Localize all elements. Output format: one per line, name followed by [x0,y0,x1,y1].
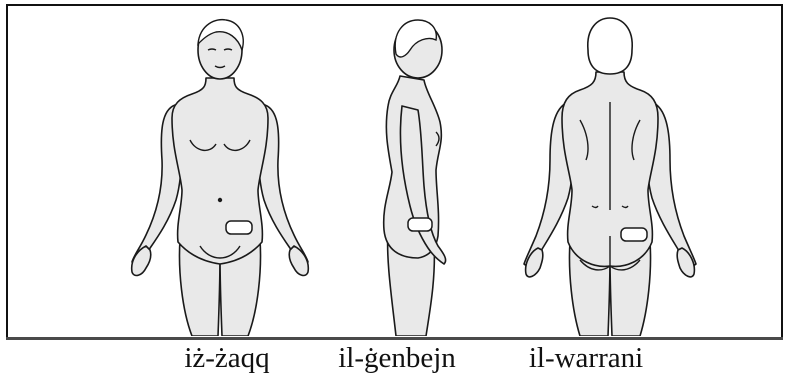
caption-back: il-warrani [486,342,686,375]
side-view-figure [340,10,480,336]
baseline-rule [6,337,783,340]
patch-marker-side [408,218,432,231]
caption-side: il-ġenbejn [297,342,497,375]
patch-marker-back [621,228,647,241]
front-view-figure [120,10,320,336]
patch-marker-front [226,221,252,234]
back-view-figure [510,10,710,336]
